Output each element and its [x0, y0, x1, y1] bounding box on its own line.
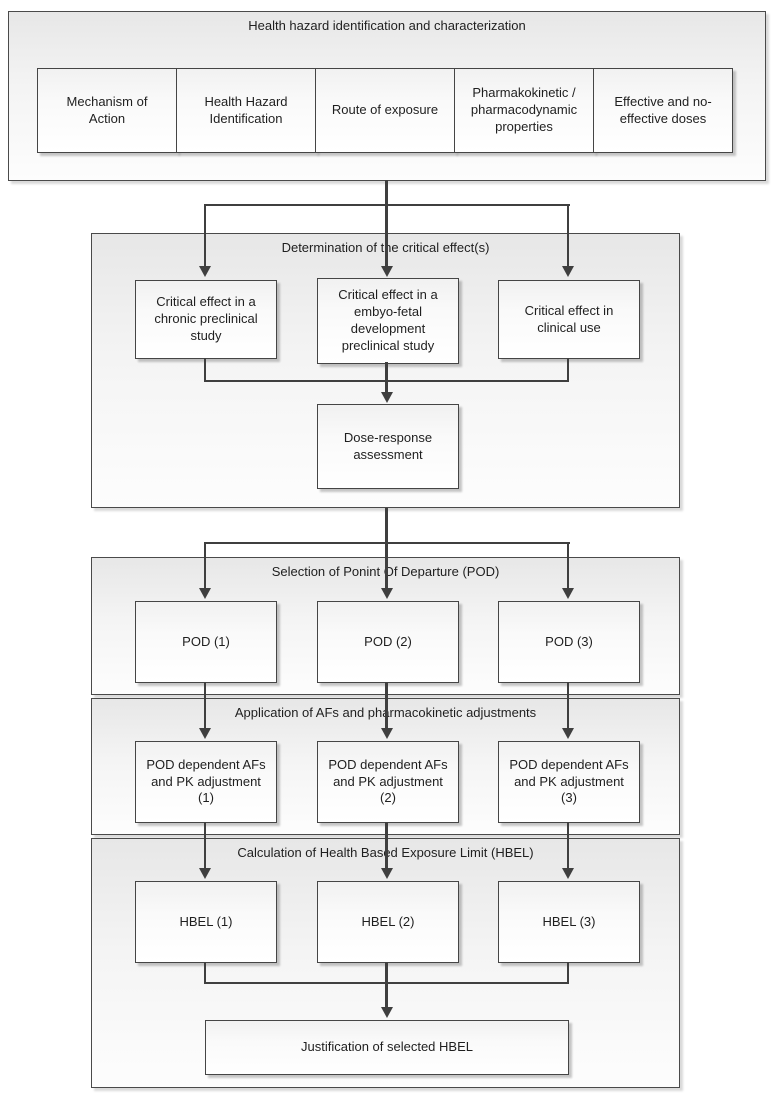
box-af-pk-adjustment-3: POD dependent AFs and PK adjustment (3)	[498, 741, 640, 823]
box-pod-1: POD (1)	[135, 601, 277, 683]
connector-af3-into-hbel	[567, 822, 569, 868]
box-dose-response-assessment: Dose-response assessment	[317, 404, 459, 489]
box-critical-effect-clinical: Critical effect in clinical use	[498, 280, 640, 359]
box-af-pk-adjustment-2: POD dependent AFs and PK adjustment (2)	[317, 741, 459, 823]
section-hazard-title: Health hazard identification and charact…	[248, 18, 526, 33]
box-hbel-2: HBEL (2)	[317, 881, 459, 963]
connector-into-justification	[385, 962, 388, 1007]
connector-into-dose-response	[385, 362, 388, 392]
arrowhead-down-icon	[381, 728, 393, 739]
connector-hbel3-down	[567, 962, 569, 984]
section-critical-effects: Determination of the critical effect(s) …	[91, 233, 680, 508]
box-route-of-exposure: Route of exposure	[315, 68, 455, 153]
connector-col3-into-pod	[567, 542, 569, 588]
connector-merge-right-2	[386, 982, 569, 984]
connector-af2-into-hbel	[385, 822, 388, 868]
connector-col2-into-pod	[385, 542, 388, 588]
box-pod-2: POD (2)	[317, 601, 459, 683]
connector-merge-left-2	[204, 982, 387, 984]
connector-af1-into-hbel	[204, 822, 206, 868]
box-justification-selected-hbel: Justification of selected HBEL	[205, 1020, 569, 1075]
connector-stem-hazard	[385, 180, 388, 206]
connector-merge-right-1	[386, 380, 569, 382]
arrowhead-down-icon	[199, 868, 211, 879]
connector-pod3-into-af	[567, 682, 569, 728]
connector-pod1-into-af	[204, 682, 206, 728]
arrowhead-down-icon	[562, 728, 574, 739]
connector-stem-critical	[385, 508, 388, 544]
box-af-pk-adjustment-1: POD dependent AFs and PK adjustment (1)	[135, 741, 277, 823]
connector-col1-into-critical	[204, 204, 206, 266]
box-mechanism-of-action: Mechanism of Action	[37, 68, 177, 153]
box-health-hazard-identification: Health Hazard Identification	[176, 68, 316, 153]
arrowhead-down-icon	[381, 588, 393, 599]
arrowhead-down-icon	[381, 1007, 393, 1018]
arrowhead-down-icon	[381, 868, 393, 879]
connector-clinical-down	[567, 358, 569, 382]
box-critical-effect-embryo-fetal: Critical effect in a embyo-fetal develop…	[317, 278, 459, 364]
box-pk-pd-properties: Pharmakokinetic / pharmacodynamic proper…	[454, 68, 594, 153]
box-effective-no-effective-doses: Effective and no-effective doses	[593, 68, 733, 153]
section-hbel-calculation: Calculation of Health Based Exposure Lim…	[91, 838, 680, 1088]
connector-hbel1-down	[204, 962, 206, 984]
section-hazard-identification: Health hazard identification and charact…	[8, 11, 766, 181]
connector-chronic-down	[204, 358, 206, 382]
arrowhead-down-icon	[562, 266, 574, 277]
arrowhead-down-icon	[199, 266, 211, 277]
arrowhead-down-icon	[381, 266, 393, 277]
connector-col1-into-pod	[204, 542, 206, 588]
connector-merge-left-1	[204, 380, 387, 382]
box-hbel-1: HBEL (1)	[135, 881, 277, 963]
arrowhead-down-icon	[381, 392, 393, 403]
connector-pod2-into-af	[385, 682, 388, 728]
arrowhead-down-icon	[199, 588, 211, 599]
arrowhead-down-icon	[562, 588, 574, 599]
box-critical-effect-chronic: Critical effect in a chronic preclinical…	[135, 280, 277, 359]
box-hbel-3: HBEL (3)	[498, 881, 640, 963]
arrowhead-down-icon	[199, 728, 211, 739]
connector-col2-into-critical	[385, 204, 388, 266]
connector-col3-into-critical	[567, 204, 569, 266]
arrowhead-down-icon	[562, 868, 574, 879]
box-pod-3: POD (3)	[498, 601, 640, 683]
